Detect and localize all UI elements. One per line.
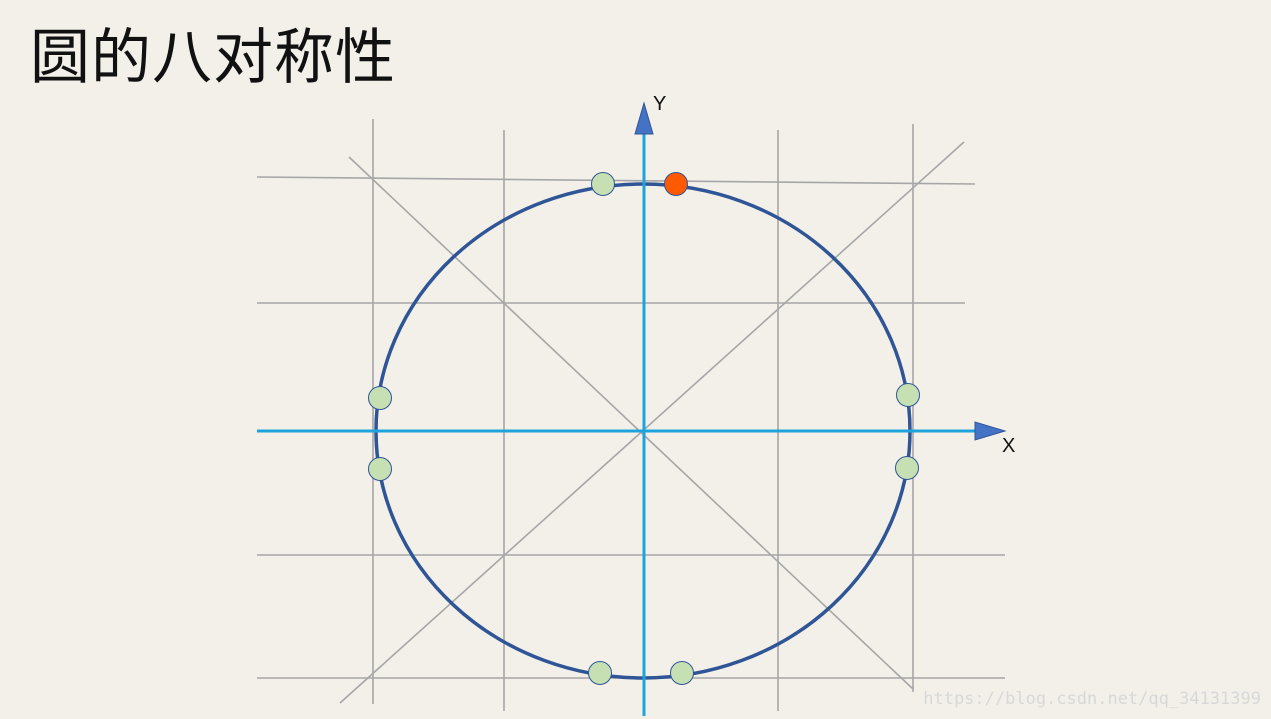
symmetric-point-bottom-left: [588, 661, 612, 685]
diagonal-line-2: [339, 141, 965, 704]
grid-lines: [256, 119, 1005, 711]
symmetric-point-right-lower: [895, 456, 919, 480]
grid-line-h1: [256, 176, 976, 185]
highlighted-point: [664, 172, 688, 196]
symmetric-point-left-lower: [368, 457, 392, 481]
symmetric-point-right-upper: [896, 383, 920, 407]
symmetric-point-bottom-right: [670, 661, 694, 685]
diagonal-line-1: [348, 156, 914, 690]
page-title: 圆的八对称性: [30, 23, 396, 93]
symmetric-points: [368, 172, 920, 685]
symmetric-point-top-left: [591, 172, 615, 196]
x-axis-label: X: [1002, 435, 1015, 457]
watermark: https://blog.csdn.net/qq_34131399: [923, 689, 1261, 709]
x-axis-arrow-icon: [974, 421, 1007, 441]
y-axis-arrow-icon: [634, 101, 654, 135]
coordinate-axes: X Y: [257, 93, 1015, 716]
y-axis-label: Y: [653, 93, 666, 115]
symmetric-point-left-upper: [368, 386, 392, 410]
